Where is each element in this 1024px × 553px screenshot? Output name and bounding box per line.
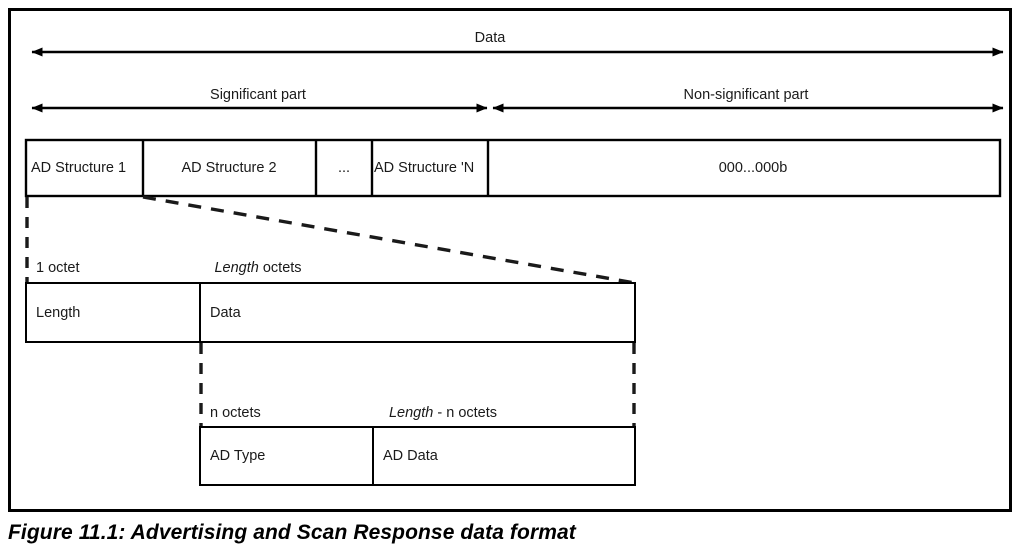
ad-data-cell-ad-data: AD Data: [383, 448, 438, 464]
dashed-connector-ad-data: [199, 343, 636, 428]
ad-structure-box: [25, 282, 636, 343]
size-label-length-minus-n-italic: Length: [388, 405, 434, 421]
span-label-data: Data: [474, 30, 506, 46]
size-label-length-octets: Length octets: [214, 261, 301, 276]
size-label-1-octet: 1 octet: [36, 261, 80, 276]
data-cell-ad-structure-2: AD Structure 2: [181, 160, 277, 176]
size-label-length-minus-n-text: - n octets: [433, 405, 498, 421]
figure-caption: Figure 11.1: Advertising and Scan Respon…: [8, 521, 576, 544]
span-label-non-significant-part: Non-significant part: [683, 87, 809, 103]
span-label-significant-part: Significant part: [210, 87, 306, 103]
data-row-box: [24, 138, 1002, 198]
ad-data-detail-box: [199, 426, 636, 486]
ad-structure-cell-length: Length: [36, 305, 81, 321]
data-cell-ad-structure-n-clip: AD Structure 'N: [374, 152, 487, 182]
size-label-length-minus-n-octets: Length - n octets: [389, 406, 497, 421]
size-label-1-octet-text: 1 octet: [36, 260, 80, 276]
size-label-n-octets: n octets: [210, 406, 261, 421]
data-cell-ad-structure-n: AD Structure 'N: [374, 160, 475, 176]
size-label-n-octets-text: n octets: [210, 405, 261, 421]
data-cell-ad-structure-1: AD Structure 1: [31, 160, 127, 176]
size-label-length-octets-text: octets: [258, 260, 302, 276]
data-cell-ellipsis: ...: [337, 160, 351, 176]
ad-data-cell-ad-type: AD Type: [210, 448, 266, 464]
data-cell-padding-bits: 000...000b: [718, 160, 788, 176]
size-label-length-octets-italic: Length: [214, 260, 259, 276]
ad-structure-cell-data: Data: [210, 305, 241, 321]
dashed-connector-ad-structure-1: [25, 195, 636, 285]
